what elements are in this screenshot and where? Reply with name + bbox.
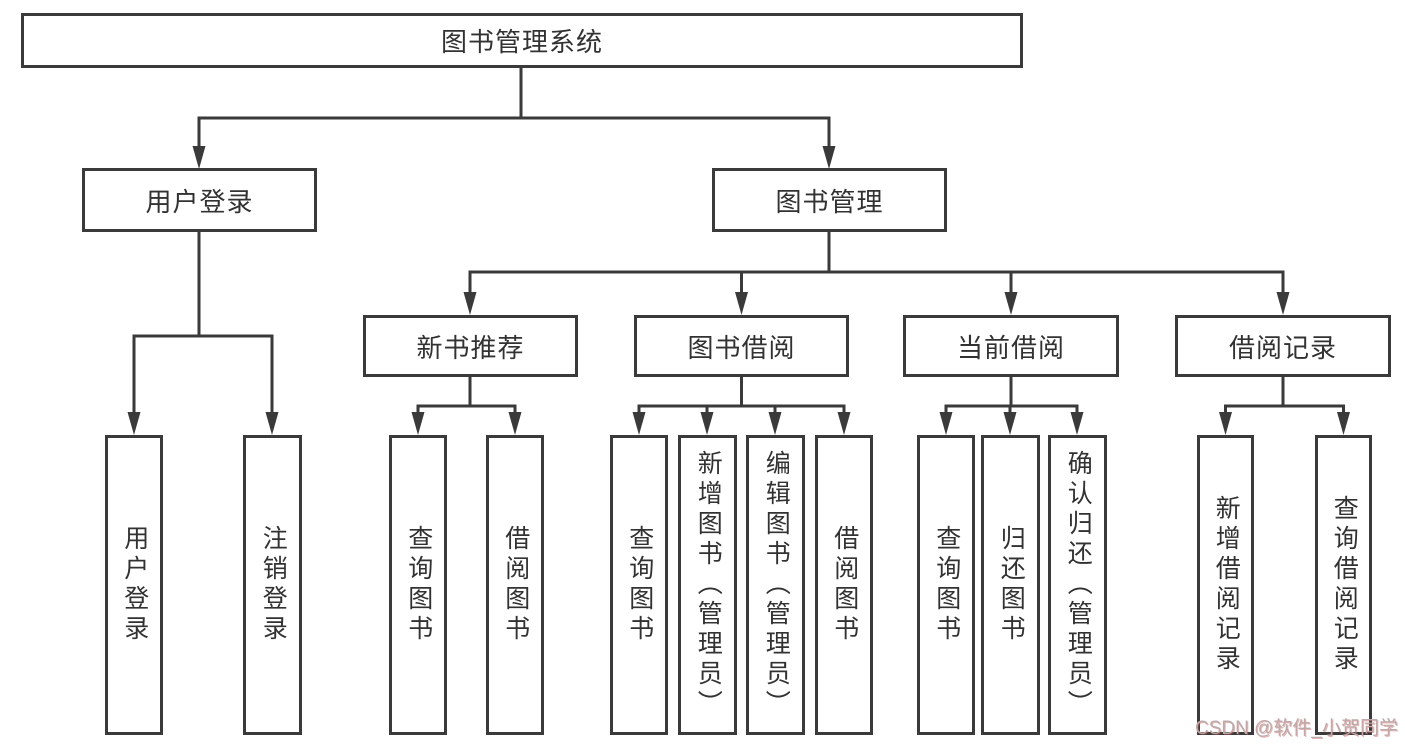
node-label: 查询图书 [932, 525, 961, 645]
leaf-add-book-admin: 新增图书（管理员） [678, 435, 737, 735]
node-label: 当前借阅 [956, 332, 1065, 363]
connector-borrowing-records-to-leaves [1219, 375, 1350, 435]
node-label: 注销登录 [259, 525, 288, 645]
leaf-borrow-books: 借阅图书 [815, 435, 873, 735]
node-label: 查询借阅记录 [1330, 495, 1359, 675]
node-book-management: 图书管理 [712, 168, 947, 232]
leaf-edit-book-admin: 编辑图书（管理员） [746, 435, 805, 735]
node-label: 图书借阅 [687, 332, 796, 363]
node-label: 借阅图书 [830, 525, 859, 645]
node-label: 归还图书 [997, 525, 1026, 645]
leaf-logout: 注销登录 [243, 435, 302, 735]
node-label: 图书管理 [775, 186, 884, 217]
node-label: 用户登录 [120, 525, 149, 645]
leaf-query-books-recommend: 查询图书 [389, 435, 447, 735]
node-label: 借阅记录 [1228, 332, 1337, 363]
node-label: 新增借阅记录 [1212, 495, 1241, 675]
connector-root-to-level2 [192, 66, 836, 169]
connector-user-login-to-leaves [127, 230, 279, 435]
leaf-borrow-books-recommend: 借阅图书 [486, 435, 544, 735]
node-label: 确认归还（管理员） [1064, 450, 1093, 720]
node-label: 新增图书（管理员） [694, 450, 723, 720]
leaf-query-books-borrow: 查询图书 [610, 435, 668, 735]
node-label: 借阅图书 [501, 525, 530, 645]
connector-current-borrowing-to-leaves [939, 375, 1084, 435]
leaf-user-login: 用户登录 [105, 435, 163, 735]
node-user-login: 用户登录 [82, 168, 317, 232]
leaf-confirm-return-admin: 确认归还（管理员） [1048, 435, 1107, 735]
node-label: 编辑图书（管理员） [762, 450, 791, 720]
node-current-borrowing: 当前借阅 [903, 315, 1119, 377]
node-new-book-recommendation: 新书推荐 [363, 315, 578, 377]
node-book-borrowing: 图书借阅 [634, 315, 849, 377]
leaf-query-books-current: 查询图书 [917, 435, 975, 735]
connector-book-borrowing-to-leaves [632, 375, 851, 435]
node-label: 查询图书 [404, 525, 433, 645]
node-library-management-system: 图书管理系统 [21, 13, 1023, 68]
csdn-watermark: CSDN @软件_小贺同学 [1195, 718, 1398, 739]
connector-book-management-to-level3 [463, 230, 1290, 315]
leaf-add-borrow-record: 新增借阅记录 [1197, 435, 1254, 735]
leaf-query-borrow-record: 查询借阅记录 [1315, 435, 1372, 735]
node-borrowing-records: 借阅记录 [1175, 315, 1391, 377]
connector-new-book-recommendation-to-leaves [411, 375, 522, 435]
node-label: 查询图书 [625, 525, 654, 645]
node-label: 新书推荐 [416, 332, 525, 363]
node-label: 用户登录 [145, 186, 254, 217]
node-label: 图书管理系统 [440, 27, 603, 57]
leaf-return-books: 归还图书 [981, 435, 1040, 735]
